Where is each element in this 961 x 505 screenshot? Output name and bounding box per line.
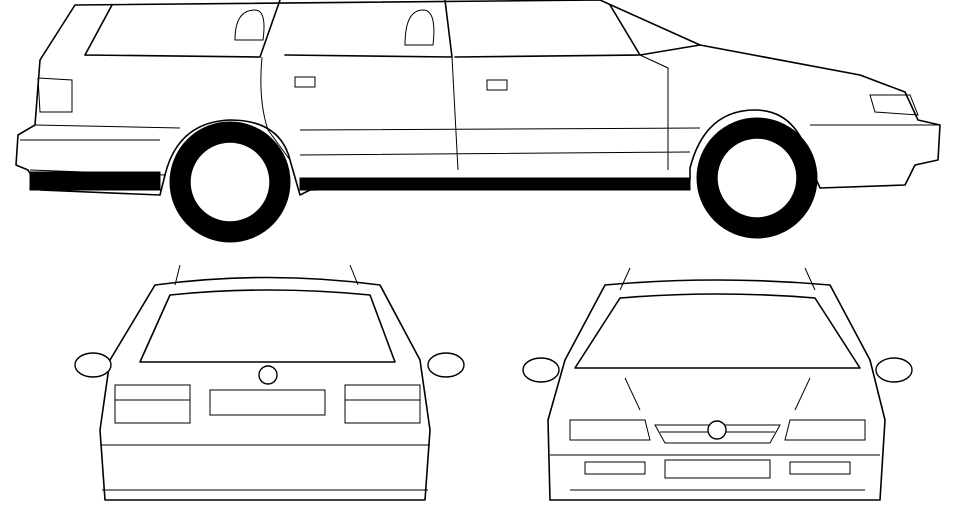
side-door-handles (294, 76, 508, 91)
rear-left-mirror (74, 352, 112, 378)
front-left-mirror (522, 357, 560, 383)
side-rear-bumper-trim (29, 171, 161, 191)
front-hood-creases (624, 377, 811, 411)
front-license-plate (664, 459, 771, 479)
front-headlights (569, 419, 866, 441)
rear-window (139, 289, 396, 363)
rear-wheel-hub (189, 141, 271, 223)
front-bumper (550, 454, 880, 491)
front-view (522, 267, 913, 501)
rear-view (74, 264, 465, 501)
front-body-outline (547, 279, 886, 501)
rear-license-plate (209, 389, 326, 416)
side-windows (84, 0, 701, 58)
front-roof-rails (619, 267, 816, 291)
side-view (15, 0, 941, 243)
front-windshield (574, 293, 861, 369)
rear-bumper (100, 444, 430, 491)
rear-roof-rails (174, 264, 359, 286)
rear-body-outline (99, 276, 431, 501)
front-right-mirror (875, 357, 913, 383)
side-sill-trim (299, 177, 691, 191)
side-seat-headrests (234, 9, 435, 46)
side-headlight (869, 94, 919, 116)
rear-taillights (114, 384, 421, 424)
front-vw-logo (707, 420, 727, 440)
rear-vw-logo (258, 365, 278, 385)
side-taillight (37, 77, 73, 113)
rear-right-mirror (427, 352, 465, 378)
front-wheel-hub (716, 137, 798, 219)
